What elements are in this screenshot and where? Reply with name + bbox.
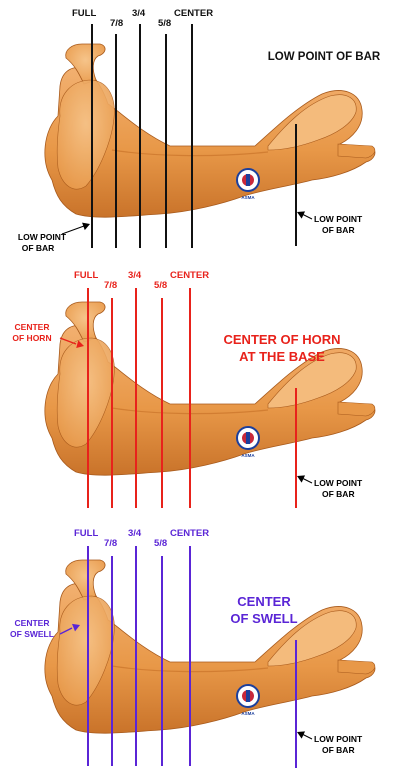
seat-groove xyxy=(111,665,269,673)
seat-groove xyxy=(111,407,269,415)
callout-left-line-2: OF HORN xyxy=(12,333,51,343)
saddle-tree xyxy=(44,43,376,218)
callout-right-arrow xyxy=(297,211,306,219)
label-center: CENTER xyxy=(174,8,213,19)
panel-title-line-1: CENTER xyxy=(237,594,291,609)
panel-title: CENTER OF SWELL xyxy=(230,594,297,626)
tree-bar-tab xyxy=(337,143,376,159)
panel-title: LOW POINT OF BAR xyxy=(268,51,381,63)
panel-title-line-2: OF SWELL xyxy=(230,611,297,626)
tree-horn xyxy=(65,559,106,601)
label-center: CENTER xyxy=(170,270,209,281)
label-five-eighths: 5/8 xyxy=(154,280,167,291)
label-seven-eighths: 7/8 xyxy=(110,18,123,29)
callout-left-leader xyxy=(59,337,77,345)
saddle-tree xyxy=(44,559,376,734)
tree-cantle xyxy=(267,94,357,151)
callout-right-line-2: OF BAR xyxy=(322,225,355,235)
callout-left-line-1: CENTER xyxy=(15,322,50,332)
tree-cantle xyxy=(267,610,357,667)
logo-text: ASMA xyxy=(241,195,255,200)
callout-left-line-2: OF BAR xyxy=(22,243,55,253)
logo-figure xyxy=(246,432,250,444)
label-center: CENTER xyxy=(170,528,209,539)
tree-bar-tab xyxy=(337,659,376,675)
callout-left-arrow xyxy=(82,222,90,231)
callout-right-arrow xyxy=(297,475,306,483)
callout-right-line-1: LOW POINT xyxy=(314,734,363,744)
label-full: FULL xyxy=(72,8,96,19)
callout-left-line-2: OF SWELL xyxy=(10,629,54,639)
asma-logo: ASMA xyxy=(236,426,260,458)
callout-left-arrow xyxy=(72,623,80,632)
seat-groove xyxy=(111,149,269,157)
callout-right-line-1: LOW POINT xyxy=(314,214,363,224)
panel-title: CENTER OF HORN AT THE BASE xyxy=(224,332,341,364)
logo-figure xyxy=(246,174,250,186)
panel-title-line-1: LOW POINT OF BAR xyxy=(268,51,381,63)
asma-logo: ASMA xyxy=(236,168,260,200)
label-five-eighths: 5/8 xyxy=(154,538,167,549)
label-seven-eighths: 7/8 xyxy=(104,538,117,549)
callout-right-line-2: OF BAR xyxy=(322,489,355,499)
tree-horn xyxy=(65,301,106,343)
tree-cantle xyxy=(267,352,357,409)
callout-right-line-1: LOW POINT xyxy=(314,478,363,488)
callout-right-line-2: OF BAR xyxy=(322,745,355,755)
tree-swell xyxy=(56,79,115,190)
label-full: FULL xyxy=(74,270,98,281)
label-three-quarters: 3/4 xyxy=(128,270,142,281)
logo-figure xyxy=(246,690,250,702)
panel-title-line-2: AT THE BASE xyxy=(239,349,325,364)
label-full: FULL xyxy=(74,528,98,539)
callout-left-line-1: CENTER xyxy=(15,618,50,628)
logo-text: ASMA xyxy=(241,453,255,458)
saddle-tree xyxy=(44,301,376,476)
logo-text: ASMA xyxy=(241,711,255,716)
label-three-quarters: 3/4 xyxy=(128,528,142,539)
label-seven-eighths: 7/8 xyxy=(104,280,117,291)
callout-left-arrow xyxy=(76,340,84,349)
label-five-eighths: 5/8 xyxy=(158,18,171,29)
callout-left-line-1: LOW POINT xyxy=(18,232,67,242)
asma-logo: ASMA xyxy=(236,684,260,716)
callout-right-arrow xyxy=(297,731,306,739)
callout-left-leader xyxy=(61,225,85,235)
tree-horn xyxy=(65,43,106,85)
tree-bar-tab xyxy=(337,401,376,417)
callout-left-leader xyxy=(59,627,73,635)
label-three-quarters: 3/4 xyxy=(132,8,146,19)
panel-title-line-1: CENTER OF HORN xyxy=(224,332,341,347)
